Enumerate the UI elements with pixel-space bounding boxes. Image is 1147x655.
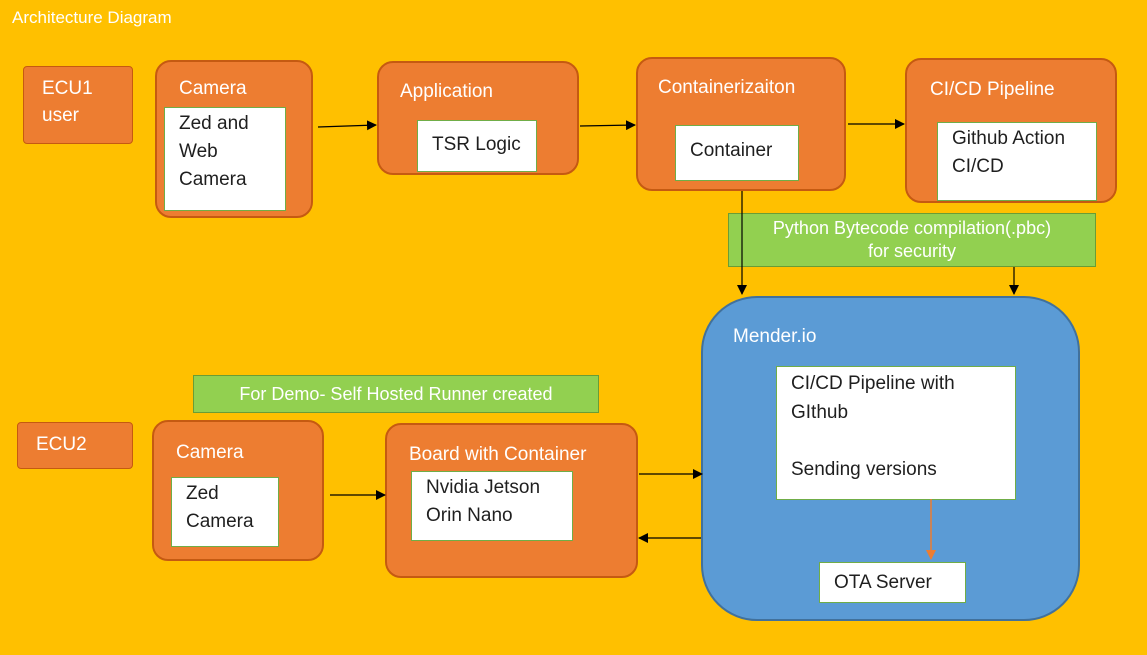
containerization-box: Containerizaiton Container — [636, 57, 846, 191]
board-box: Board with Container Nvidia Jetson Orin … — [385, 423, 638, 578]
camera2-inner-line1: Zed — [186, 483, 219, 504]
camera1-inner: Zed and Web Camera — [164, 107, 286, 211]
camera1-title: Camera — [179, 78, 247, 99]
arrow-application-to-container — [579, 120, 636, 131]
mender-pipeline-line2: GIthub — [791, 402, 849, 423]
containerization-title: Containerizaiton — [658, 77, 796, 98]
tsr-logic-box: TSR Logic — [417, 120, 537, 172]
cicd-pipeline-title: CI/CD Pipeline — [930, 79, 1055, 100]
camera2-title: Camera — [176, 442, 244, 463]
ecu1-box: ECU1 user — [23, 66, 133, 144]
camera1-inner-line3: Camera — [179, 169, 247, 190]
ecu2-label: ECU2 — [36, 434, 87, 455]
camera1-box: Camera Zed and Web Camera — [155, 60, 313, 218]
diagram-title: Architecture Diagram — [12, 8, 172, 27]
cicd-pipeline-box: CI/CD Pipeline Github Action CI/CD — [905, 58, 1117, 203]
github-action-line2: CI/CD — [952, 156, 1004, 177]
jetson-line2: Orin Nano — [426, 505, 513, 526]
mender-title: Mender.io — [733, 326, 817, 347]
ecu1-label: ECU1 — [42, 78, 93, 99]
application-box: Application TSR Logic — [377, 61, 579, 175]
camera1-inner-line1: Zed and — [179, 113, 249, 134]
github-action-line1: Github Action — [952, 128, 1066, 149]
bytecode-note-line1: Python Bytecode compilation(.pbc) — [772, 218, 1052, 238]
mender-box: Mender.io CI/CD Pipeline with GIthub Sen… — [701, 296, 1080, 621]
bytecode-note: Python Bytecode compilation(.pbc) for se… — [728, 213, 1096, 267]
application-title: Application — [400, 81, 493, 102]
ota-server-box: OTA Server — [819, 562, 966, 603]
github-action-box: Github Action CI/CD — [937, 122, 1097, 201]
camera2-box: Camera Zed Camera — [152, 420, 324, 561]
ecu1-sublabel: user — [42, 105, 79, 126]
camera1-inner-line2: Web — [179, 141, 218, 162]
mender-pipeline-line3: Sending versions — [791, 459, 937, 480]
demo-note: For Demo- Self Hosted Runner created — [193, 375, 599, 413]
board-title: Board with Container — [409, 444, 587, 465]
mender-pipeline-box: CI/CD Pipeline with GIthub Sending versi… — [776, 366, 1016, 500]
bytecode-note-line2: for security — [867, 241, 957, 261]
jetson-box: Nvidia Jetson Orin Nano — [411, 471, 573, 541]
container-box: Container — [675, 125, 799, 181]
ecu2-box: ECU2 — [17, 422, 133, 469]
mender-pipeline-line1: CI/CD Pipeline with — [791, 373, 955, 394]
camera2-inner: Zed Camera — [171, 477, 279, 547]
camera2-inner-line2: Camera — [186, 511, 254, 532]
arrow-camera-to-application — [317, 120, 377, 131]
jetson-line1: Nvidia Jetson — [426, 477, 541, 498]
